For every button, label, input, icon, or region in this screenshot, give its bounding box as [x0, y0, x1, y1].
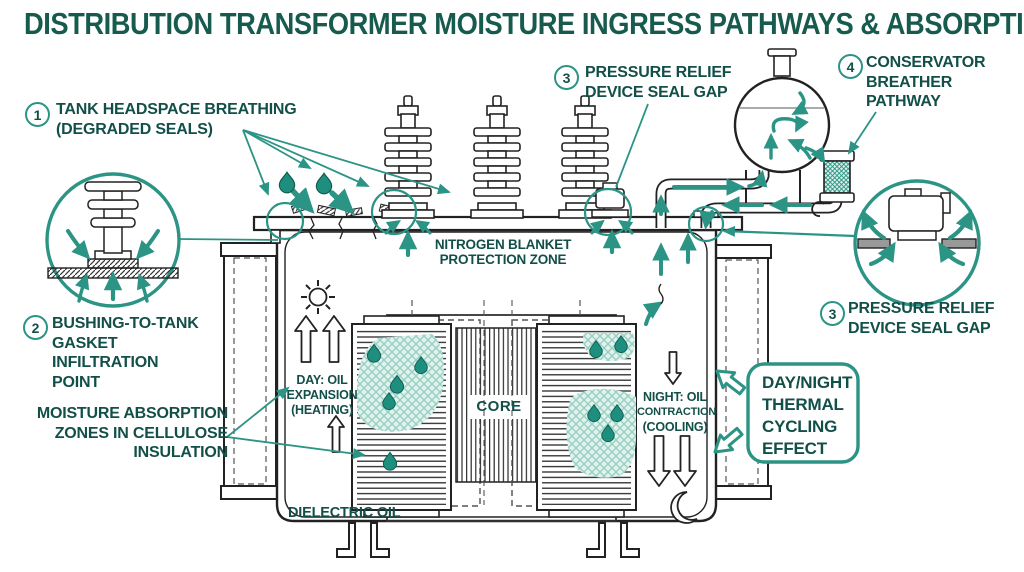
day-line1: DAY: OIL [296, 373, 348, 387]
callout-3-right-number: 3 [820, 301, 845, 326]
highlight-circles [265, 187, 725, 243]
callout-1-line2: (DEGRADED SEALS) [56, 120, 213, 138]
thermal-line1: DAY/NIGHT [762, 373, 853, 392]
callout-4-number: 4 [838, 54, 863, 79]
callout-4-line1: CONSERVATOR [866, 54, 986, 71]
callout-2-line1: BUSHING-TO-TANK [52, 315, 199, 332]
oil-expansion-arrows [294, 315, 346, 453]
thermal-cycling-bubble [713, 362, 860, 464]
moisture-line2: ZONES IN CELLULOSE [54, 424, 229, 442]
night-line2: CONTRACTION [637, 406, 717, 418]
sun-icon [301, 280, 335, 314]
day-line2: EXPANSION [286, 388, 358, 402]
night-line3: (COOLING) [642, 420, 708, 434]
prd-seal-gap-detail [722, 179, 981, 307]
callout-3-top-number: 3 [554, 65, 579, 90]
callout-prd-top: PRESSURE RELIEF DEVICE SEAL GAP [585, 63, 732, 102]
callout-2-line2: GASKET [52, 334, 118, 352]
callout-3r-line1: PRESSURE RELIEF [848, 300, 995, 317]
moisture-line1: MOISTURE ABSORPTION [36, 405, 228, 422]
left-winding [351, 315, 452, 518]
page-title: DISTRIBUTION TRANSFORMER MOISTURE INGRES… [24, 6, 1024, 41]
callout-4-line2: BREATHER [866, 73, 953, 91]
night-line1: NIGHT: OIL [643, 390, 707, 404]
oil-contraction-arrows [647, 351, 697, 487]
label-dielectric-oil: DIELECTRIC OIL [288, 505, 401, 521]
callout-2-line4: POINT [52, 373, 100, 391]
label-nitrogen-blanket: NITROGEN BLANKET PROTECTION ZONE [403, 237, 603, 267]
label-core: CORE [476, 398, 522, 415]
callout-2-line3: INFILTRATION [52, 354, 159, 371]
bushing-2 [470, 95, 524, 219]
callout-2-number: 2 [23, 315, 48, 340]
bushing-1 [381, 95, 435, 219]
nitrogen-line1: NITROGEN BLANKET [434, 237, 572, 252]
callout-conservator: CONSERVATOR BREATHER PATHWAY [866, 53, 986, 112]
callout-3t-line2: DEVICE SEAL GAP [585, 83, 728, 101]
callout-prd-right: PRESSURE RELIEF DEVICE SEAL GAP [848, 299, 995, 338]
ingress-droplets [278, 171, 333, 195]
flow-arrows [288, 91, 826, 326]
leader-lines [226, 103, 877, 460]
conservator-tank [733, 76, 831, 174]
callout-3t-line1: PRESSURE RELIEF [585, 64, 732, 81]
moisture-line3: INSULATION [133, 444, 228, 461]
moon-icon [670, 491, 698, 524]
left-radiator [220, 242, 280, 500]
label-thermal-cycling: DAY/NIGHT THERMAL CYCLING EFFECT [762, 372, 852, 460]
nitrogen-line2: PROTECTION ZONE [439, 251, 567, 267]
thermal-line3: CYCLING [762, 417, 838, 436]
callout-3r-line2: DEVICE SEAL GAP [848, 319, 991, 337]
callout-4-line3: PATHWAY [866, 93, 941, 110]
day-line3: (HEATING) [291, 403, 353, 417]
vapor-squiggle [658, 283, 664, 305]
thermal-line4: EFFECT [762, 439, 827, 458]
callout-tank-headspace: TANK HEADSPACE BREATHING (DEGRADED SEALS… [56, 100, 297, 139]
callout-1-line1: TANK HEADSPACE BREATHING [56, 101, 297, 118]
callout-1-number: 1 [25, 102, 50, 127]
callout-bushing-gasket: BUSHING-TO-TANK GASKET INFILTRATION POIN… [52, 314, 199, 392]
breather [811, 150, 855, 217]
label-day-oil: DAY: OIL EXPANSION (HEATING) [285, 373, 359, 418]
label-night-oil: NIGHT: OIL CONTRACTION (COOLING) [637, 390, 717, 435]
label-moisture-absorption: MOISTURE ABSORPTION ZONES IN CELLULOSE I… [28, 404, 228, 463]
core-laminations [455, 300, 541, 505]
bushing-gasket-detail [45, 172, 279, 308]
thermal-line2: THERMAL [762, 395, 844, 414]
